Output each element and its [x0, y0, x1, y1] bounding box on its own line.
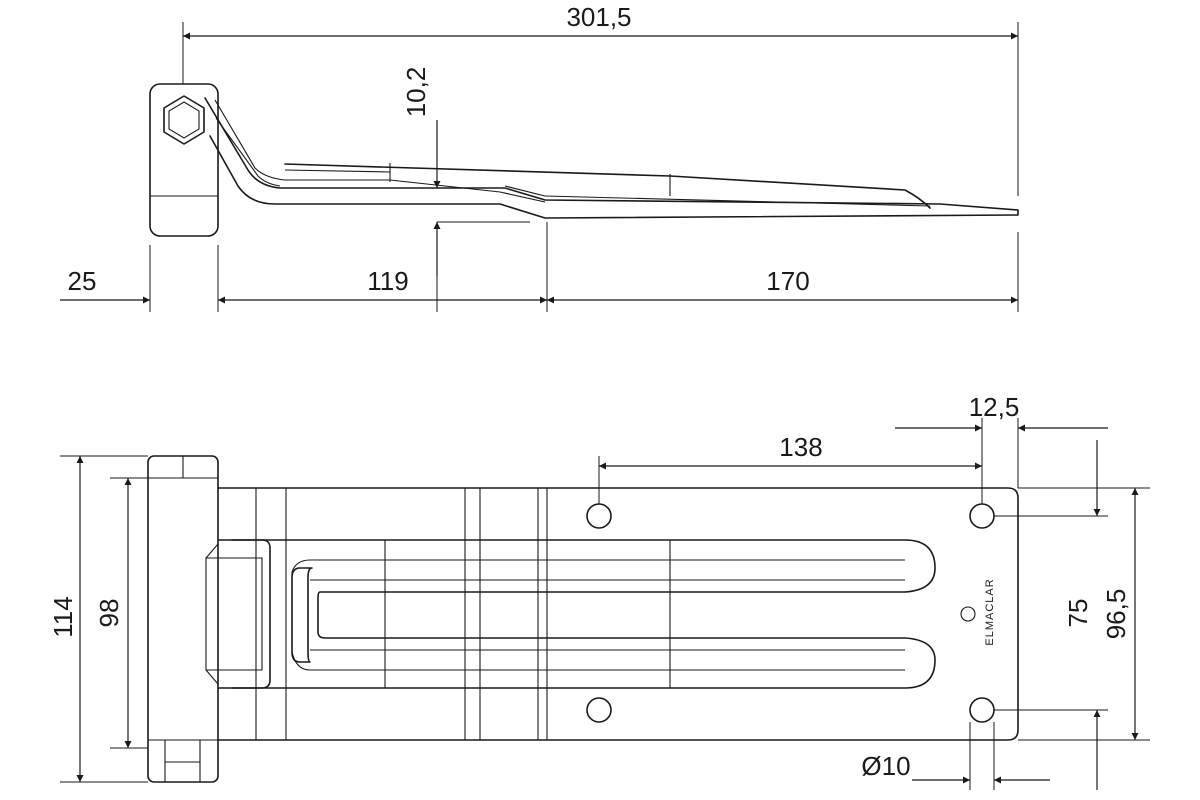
dim-thickness: 10,2: [401, 67, 441, 276]
dim-leaf-height-label: 96,5: [1101, 589, 1131, 640]
front-rib-inner: [291, 567, 313, 663]
dim-knuckle-width-label: 25: [68, 266, 97, 296]
side-knuckle: [149, 83, 219, 237]
dim-bottom-chain: 25 119 170: [60, 266, 1018, 304]
front-leaf-plate: [217, 487, 1019, 741]
dim-hole-diameter-label: Ø10: [861, 751, 910, 781]
dim-leaf-length-label: 170: [766, 266, 809, 296]
side-view-extension-lines: [149, 22, 1019, 312]
dim-hole-spacing-horizontal-label: 138: [779, 432, 822, 462]
side-view: [149, 83, 1019, 237]
dim-thickness-label: 10,2: [401, 67, 431, 118]
dim-overall-length: 301,5: [183, 2, 1018, 40]
side-leaf-outer: [204, 97, 1019, 219]
hole-top-right: [969, 503, 995, 529]
brand-text: ELMACLAR: [984, 578, 996, 645]
dim-hole-diameter: Ø10: [861, 751, 1050, 784]
front-rib-outer: [231, 539, 936, 689]
dim-hole-spacing-vertical-label: 75: [1063, 599, 1093, 628]
dim-edge-offset: 12,5: [895, 392, 1108, 432]
dim-overall-height: 114: [48, 456, 84, 782]
hole-top-left: [586, 503, 612, 529]
front-view: ELMACLAR: [147, 455, 1019, 783]
dim-hole-spacing-vertical: 75: [1063, 440, 1101, 790]
dim-middle-length-label: 119: [367, 266, 408, 296]
dim-knuckle-height: 98: [94, 478, 132, 748]
hole-bottom-right: [969, 697, 995, 723]
dim-leaf-height: 96,5: [1101, 488, 1139, 740]
dim-overall-height-label: 114: [48, 596, 78, 637]
hole-bottom-left: [586, 697, 612, 723]
hex-pin-icon: [163, 95, 205, 145]
dim-overall-length-label: 301,5: [566, 2, 631, 32]
front-knuckle: [147, 455, 219, 783]
dim-hole-spacing-horizontal: 138: [599, 432, 982, 470]
dim-edge-offset-label: 12,5: [969, 392, 1020, 422]
brand-logo: ELMACLAR: [960, 578, 996, 646]
dim-knuckle-height-label: 98: [94, 599, 124, 628]
